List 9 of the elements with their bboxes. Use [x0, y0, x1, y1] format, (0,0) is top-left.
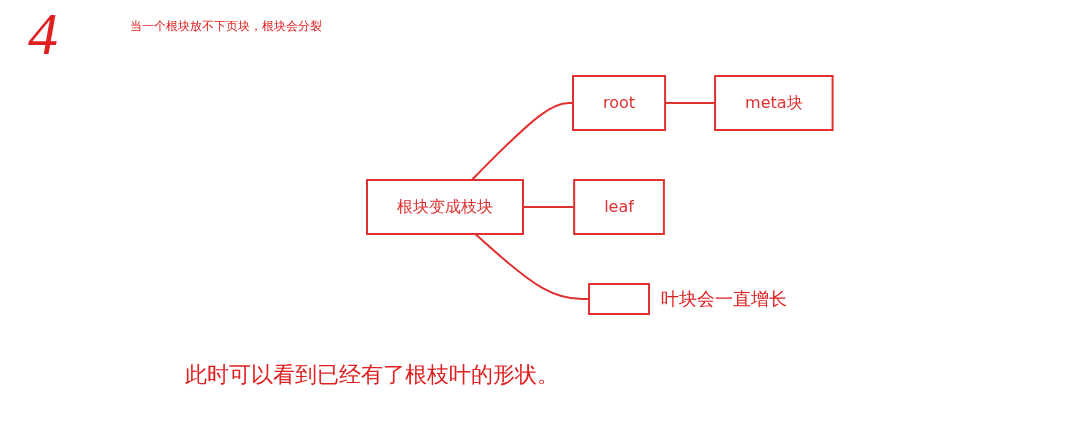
- node-box: [588, 283, 651, 315]
- node-box: root: [572, 75, 667, 131]
- node-box: leaf: [573, 179, 666, 235]
- note-text: 当一个根块放不下页块，根块会分裂: [130, 18, 322, 35]
- node-box: meta块: [714, 75, 834, 131]
- node-box: 根块变成枝块: [366, 179, 525, 235]
- note-text: 此时可以看到已经有了根枝叶的形状。: [185, 361, 559, 389]
- side-note: 叶块会一直增长: [661, 287, 788, 311]
- step-number: 4: [28, 0, 58, 69]
